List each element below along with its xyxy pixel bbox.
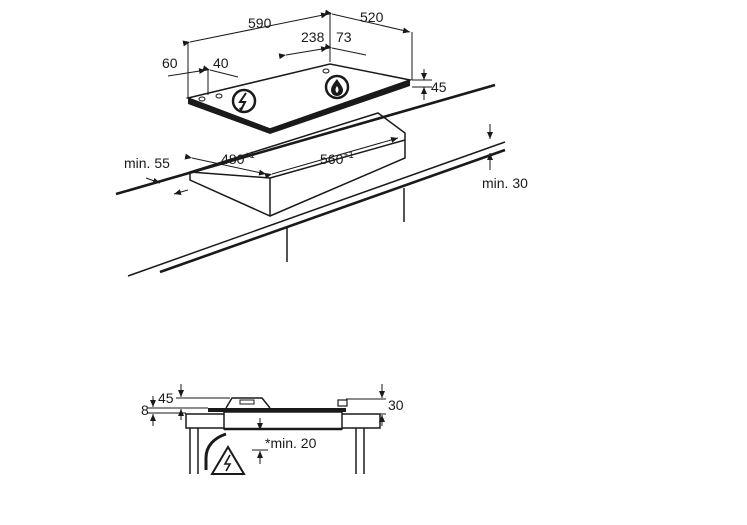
side-dim-top-label: 45 [158, 390, 174, 406]
dim-knob-x-label: 60 [162, 55, 178, 71]
dim-width: 590 [182, 12, 331, 98]
dim-burner-x-label: 238 [301, 29, 325, 45]
electric-warning-icon [210, 445, 246, 475]
side-dim-clearance: *min. 20 [252, 418, 317, 464]
control-knob [198, 96, 206, 102]
dim-min-front: min. 55 [124, 155, 189, 195]
side-dim-right: 30 [342, 384, 404, 426]
hob-body [223, 411, 343, 430]
hob-top-plate [208, 408, 346, 412]
side-view: 45 8 30 *min. 20 [141, 384, 404, 475]
power-cable [204, 432, 227, 470]
side-dim-left-label: 8 [141, 402, 149, 418]
dim-min-front-label: min. 55 [124, 155, 170, 171]
worktop-back-edge [115, 83, 496, 196]
dim-cutout-width: 560+1 [264, 137, 399, 179]
gas-flame-icon [324, 74, 350, 100]
dim-cutout-width-label: 560+1 [320, 150, 354, 167]
dim-height-label: 45 [431, 79, 447, 95]
control-knob [215, 93, 223, 99]
dim-min-worktop: min. 30 [482, 124, 528, 191]
dim-cutout-depth-label: 480+1 [221, 150, 255, 167]
isometric-view: 590 520 238 73 60 40 [115, 9, 528, 277]
pan-support [225, 397, 271, 409]
control-knob [322, 68, 330, 74]
dim-knob-y-label: 40 [213, 55, 229, 71]
dim-height: 45 [412, 69, 447, 100]
dim-depth-label: 520 [360, 9, 384, 25]
dim-burner-y-label: 73 [336, 29, 352, 45]
dim-width-label: 590 [248, 15, 272, 31]
dim-cutout-depth: 480+1 [184, 150, 267, 176]
side-dim-right-label: 30 [388, 397, 404, 413]
side-dim-top: 45 [158, 384, 230, 420]
control-knob [337, 399, 348, 407]
side-dim-clearance-label: *min. 20 [265, 435, 317, 451]
electric-warning-icon [231, 88, 257, 114]
hob [185, 63, 413, 134]
dim-min-worktop-label: min. 30 [482, 175, 528, 191]
side-dim-left: 8 [141, 396, 186, 426]
worktop-front-edge-lower [159, 148, 506, 274]
dim-burner-position: 238 73 [278, 29, 367, 60]
worktop-front-edge [127, 141, 506, 277]
dim-knob-position: 60 40 [162, 55, 239, 95]
dim-depth: 520 [324, 9, 413, 80]
